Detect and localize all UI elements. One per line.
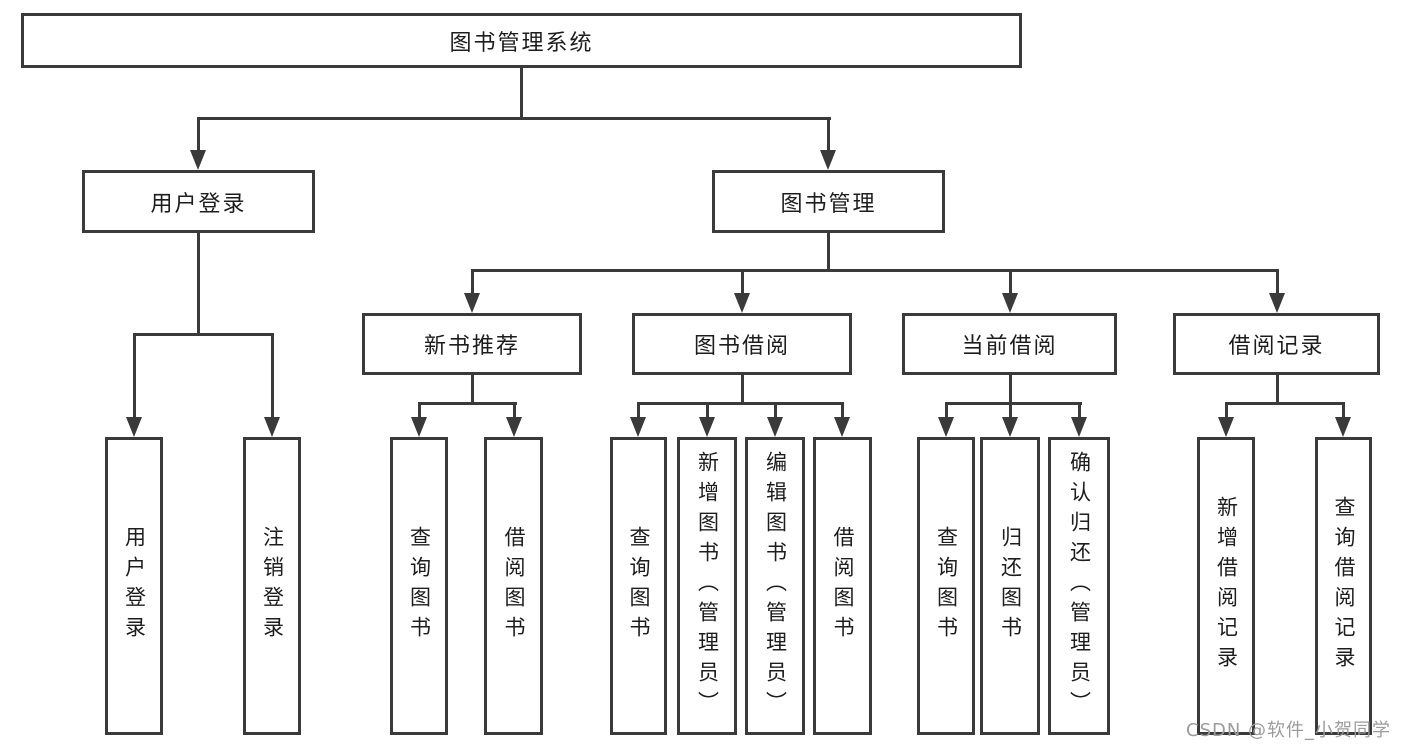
connector-drop-new-book bbox=[471, 269, 474, 295]
leaf-borrow-add-books-admin: 新增图书（管理员） bbox=[677, 437, 737, 735]
connector-new-book-trunk bbox=[471, 374, 474, 404]
leaf-user-login: 用户登录 bbox=[105, 437, 163, 735]
connector-book-borrow-trunk bbox=[741, 374, 744, 404]
connector-level3-rail bbox=[471, 269, 1279, 272]
connector-borrow-record-trunk bbox=[1276, 374, 1279, 404]
node-current-borrow: 当前借阅 bbox=[902, 313, 1117, 375]
leaf-current-confirm-return-admin: 确认归还（管理员） bbox=[1048, 437, 1110, 735]
node-library-management-system: 图书管理系统 bbox=[21, 13, 1022, 68]
connector-drop-br-query bbox=[1342, 402, 1345, 419]
node-book-management: 图书管理 bbox=[712, 170, 945, 233]
arrowhead-down-cb-confirm bbox=[1071, 417, 1087, 437]
arrowhead-down-bb-edit bbox=[767, 417, 783, 437]
connector-drop-bb-query bbox=[637, 402, 640, 419]
connector-borrow-record-rail bbox=[1225, 402, 1345, 405]
arrowhead-down-nb-borrow bbox=[506, 417, 522, 437]
csdn-watermark: CSDN @软件_小贺同学 bbox=[1186, 720, 1392, 741]
arrowhead-down-cb-query bbox=[938, 417, 954, 437]
arrowhead-down-bb-query bbox=[630, 417, 646, 437]
connector-drop-br-add bbox=[1225, 402, 1228, 419]
arrowhead-down-br-add bbox=[1218, 417, 1234, 437]
leaf-current-return-books: 归还图书 bbox=[980, 437, 1040, 735]
arrowhead-down-borrow-record bbox=[1269, 293, 1285, 313]
leaf-newbook-borrow-books: 借阅图书 bbox=[484, 437, 543, 735]
arrowhead-down-bb-borrow bbox=[834, 417, 850, 437]
connector-current-borrow-rail bbox=[945, 402, 1082, 405]
connector-drop-user-login bbox=[197, 117, 200, 153]
node-new-book-recommend: 新书推荐 bbox=[362, 313, 582, 375]
node-book-borrow: 图书借阅 bbox=[632, 313, 852, 375]
arrowhead-down-bb-add bbox=[699, 417, 715, 437]
connector-drop-nb-query bbox=[418, 402, 421, 419]
arrowhead-down-br-query bbox=[1335, 417, 1351, 437]
connector-drop-borrow-record bbox=[1276, 269, 1279, 295]
connector-level2-rail bbox=[197, 117, 831, 120]
leaf-record-add-borrow-record: 新增借阅记录 bbox=[1197, 437, 1255, 735]
connector-drop-bb-borrow bbox=[841, 402, 844, 419]
connector-drop-nb-borrow bbox=[513, 402, 516, 419]
node-borrow-record: 借阅记录 bbox=[1173, 313, 1380, 375]
arrowhead-down-user-login bbox=[190, 150, 206, 170]
connector-drop-bb-add bbox=[706, 402, 709, 419]
node-user-login: 用户登录 bbox=[82, 170, 315, 233]
connector-drop-cb-return bbox=[1009, 402, 1012, 419]
connector-new-book-rail bbox=[418, 402, 517, 405]
arrowhead-down-cb-return bbox=[1002, 417, 1018, 437]
leaf-borrow-query-books: 查询图书 bbox=[610, 437, 667, 735]
connector-drop-cb-confirm bbox=[1078, 402, 1081, 419]
connector-drop-bb-edit bbox=[774, 402, 777, 419]
connector-root-trunk bbox=[520, 67, 523, 119]
arrowhead-down-book-management bbox=[820, 150, 836, 170]
arrowhead-down-current-borrow bbox=[1002, 293, 1018, 313]
connector-drop-leaf-logout bbox=[271, 333, 274, 419]
connector-user-login-trunk bbox=[197, 232, 200, 335]
leaf-record-query-borrow-record: 查询借阅记录 bbox=[1315, 437, 1372, 735]
leaf-borrow-borrow-books: 借阅图书 bbox=[813, 437, 872, 735]
connector-book-borrow-rail bbox=[637, 402, 844, 405]
connector-drop-book-management bbox=[827, 117, 830, 153]
connector-drop-leaf-user-login bbox=[133, 333, 136, 419]
arrowhead-down-nb-query bbox=[411, 417, 427, 437]
connector-current-borrow-trunk bbox=[1009, 374, 1012, 404]
arrowhead-down-leaf-user-login bbox=[126, 417, 142, 437]
connector-drop-book-borrow bbox=[741, 269, 744, 295]
connector-book-management-trunk bbox=[827, 232, 830, 271]
arrowhead-down-new-book bbox=[464, 293, 480, 313]
connector-drop-current-borrow bbox=[1009, 269, 1012, 295]
leaf-logout-login: 注销登录 bbox=[243, 437, 301, 735]
arrowhead-down-book-borrow bbox=[734, 293, 750, 313]
leaf-borrow-edit-books-admin: 编辑图书（管理员） bbox=[745, 437, 805, 735]
leaf-current-query-books: 查询图书 bbox=[917, 437, 975, 735]
arrowhead-down-leaf-logout bbox=[264, 417, 280, 437]
connector-drop-cb-query bbox=[945, 402, 948, 419]
leaf-newbook-query-books: 查询图书 bbox=[390, 437, 448, 735]
connector-user-login-rail bbox=[133, 333, 274, 336]
